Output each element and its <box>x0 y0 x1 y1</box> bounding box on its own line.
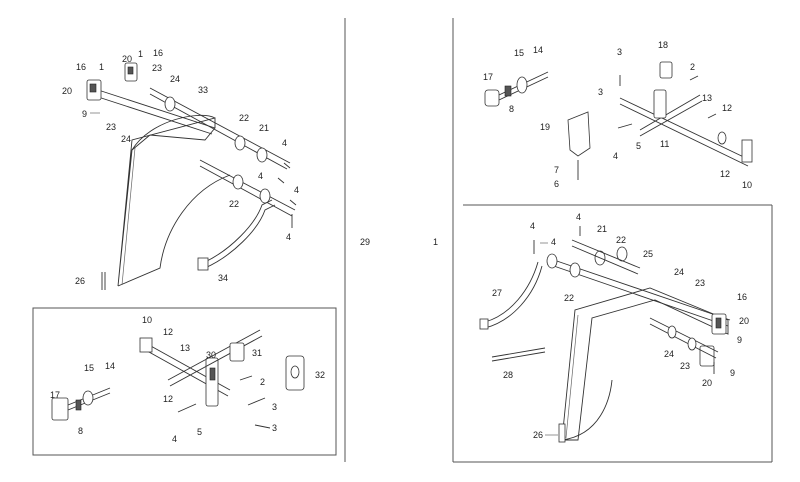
callout: 15 <box>514 48 524 58</box>
callout: 2 <box>260 377 265 387</box>
door-panel-b <box>561 287 729 441</box>
sheet-label-left: 29 <box>360 237 370 247</box>
callout: 23 <box>152 63 162 73</box>
callout: 23 <box>106 122 116 132</box>
sheet-label-right: 1 <box>433 237 438 247</box>
callout: 21 <box>259 123 269 133</box>
callout: 5 <box>197 427 202 437</box>
callout: 2 <box>690 62 695 72</box>
callout: 9 <box>730 368 735 378</box>
callout: 4 <box>286 232 291 242</box>
callout: 12 <box>722 103 732 113</box>
callout: 33 <box>198 85 208 95</box>
callout: 32 <box>315 370 325 380</box>
callout: 8 <box>78 426 83 436</box>
callout: 3 <box>272 423 277 433</box>
door-panel-curve <box>117 174 231 287</box>
callout: 12 <box>163 327 173 337</box>
callout: 22 <box>616 235 626 245</box>
callout: 31 <box>252 348 262 358</box>
callout: 4 <box>576 212 581 222</box>
door-panel-top-edge <box>117 117 216 287</box>
callout: 27 <box>492 288 502 298</box>
callout: 19 <box>540 122 550 132</box>
callout: 16 <box>153 48 163 58</box>
callout: 26 <box>75 276 85 286</box>
right-top-assembly <box>484 61 753 180</box>
inset-assembly <box>51 329 305 429</box>
callout: 24 <box>170 74 180 84</box>
inset-box <box>32 307 337 456</box>
callout: 20 <box>739 316 749 326</box>
callout: 20 <box>62 86 72 96</box>
callouts-left-top: 16 1 20 20 1 16 23 24 33 9 23 24 22 21 4… <box>62 48 299 286</box>
callout: 9 <box>737 335 742 345</box>
callout: 3 <box>598 87 603 97</box>
callout: 3 <box>272 402 277 412</box>
callout: 26 <box>533 430 543 440</box>
callout: 22 <box>229 199 239 209</box>
callout: 12 <box>720 169 730 179</box>
callout: 18 <box>658 40 668 50</box>
callout: 30 <box>206 350 216 360</box>
callouts-inset: 10 12 13 30 31 32 15 14 17 8 2 12 3 3 4 … <box>50 315 325 444</box>
callout: 4 <box>530 221 535 231</box>
callouts-right-top: 15 14 17 8 3 18 2 3 13 12 19 7 6 4 5 11 … <box>483 40 752 190</box>
callout: 4 <box>282 138 287 148</box>
callout: 23 <box>680 361 690 371</box>
callout: 10 <box>742 180 752 190</box>
callout: 14 <box>105 361 115 371</box>
frame <box>32 18 773 463</box>
callout: 13 <box>702 93 712 103</box>
callout: 1 <box>138 49 143 59</box>
callout: 12 <box>163 394 173 404</box>
callout: 4 <box>551 237 556 247</box>
callout: 24 <box>664 349 674 359</box>
callout: 4 <box>258 171 263 181</box>
callout: 9 <box>82 109 87 119</box>
callout: 20 <box>122 54 132 64</box>
callout: 14 <box>533 45 543 55</box>
callout: 5 <box>636 141 641 151</box>
callout: 34 <box>218 273 228 283</box>
callout: 15 <box>84 363 94 373</box>
callout: 16 <box>76 62 86 72</box>
callout: 17 <box>483 72 493 82</box>
callout: 23 <box>695 278 705 288</box>
callout: 24 <box>121 134 131 144</box>
callout: 21 <box>597 224 607 234</box>
callout: 16 <box>737 292 747 302</box>
callout: 28 <box>503 370 513 380</box>
callout: 7 <box>554 165 559 175</box>
callout: 1 <box>99 62 104 72</box>
callout: 4 <box>613 151 618 161</box>
callout: 3 <box>617 47 622 57</box>
callout: 17 <box>50 390 60 400</box>
callout: 22 <box>564 293 574 303</box>
callout: 20 <box>702 378 712 388</box>
callout: 13 <box>180 343 190 353</box>
callout: 22 <box>239 113 249 123</box>
callout: 6 <box>554 179 559 189</box>
callout: 8 <box>509 104 514 114</box>
callout: 11 <box>660 139 669 149</box>
callout: 24 <box>674 267 684 277</box>
callout: 10 <box>142 315 152 325</box>
callout: 25 <box>643 249 653 259</box>
right-bottom-assembly <box>479 226 731 443</box>
callout: 4 <box>172 434 177 444</box>
left-top-assembly <box>86 62 297 290</box>
callout: 4 <box>294 185 299 195</box>
callouts-right-bottom: 4 4 21 4 22 25 27 24 23 22 16 20 9 24 23… <box>492 212 749 440</box>
